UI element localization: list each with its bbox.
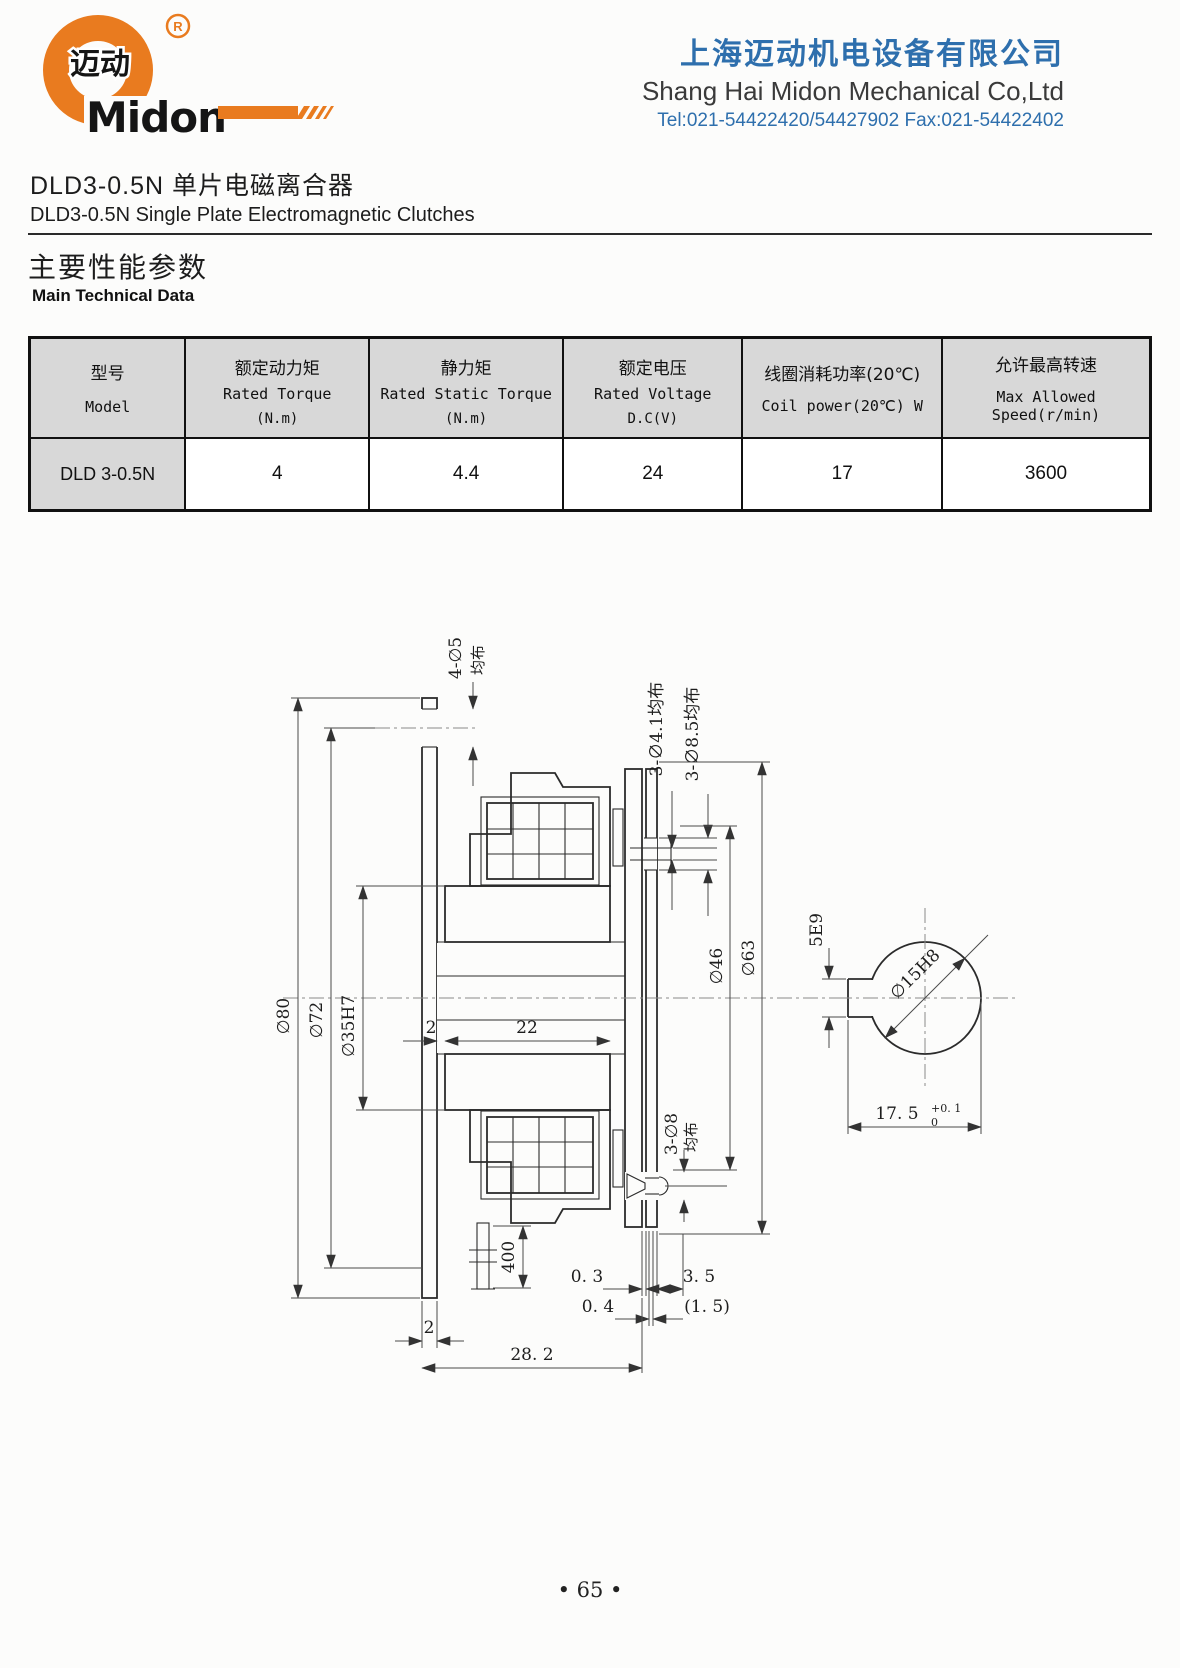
technical-drawing: ∅80 ∅72 ∅35H7 4-∅5 均布 3-∅4.1均布 3-∅8.5均布 [274,637,1017,1373]
dim-hub-gap: 2 [426,1018,437,1038]
dim-hub-len: 22 [516,1018,538,1038]
spec-table-data-row: DLD 3-0.5N 4 4.4 24 17 3600 [28,437,1152,512]
title-divider [28,233,1152,235]
dim-across: 17. 5 [875,1104,918,1124]
registered-mark-icon [165,13,191,39]
cell-rated-torque: 4 [184,437,371,512]
cell-max-speed: 3600 [940,437,1152,512]
col-rated-voltage: 额定电压 Rated Voltage D.C(V) [562,336,744,439]
hub-lower [444,1053,611,1111]
dim-t15: (1. 5) [684,1297,730,1317]
main-section-view [283,697,875,1299]
col-static-torque: 静力矩 Rated Static Torque (N.m) [368,336,565,439]
cell-coil-power: 17 [741,437,943,512]
section-title-en: Main Technical Data [32,286,195,305]
dim-t04: 0. 4 [582,1297,614,1317]
bore-end-view: 5E9 ∅15H8 17. 5 +0. 1 0 [807,908,1017,1134]
lead-wire [469,1222,497,1290]
dim-dia63: ∅63 [739,940,759,976]
logo-brand-text: Midon [86,93,226,142]
dimensions-main: ∅80 ∅72 ∅35H7 4-∅5 均布 3-∅4.1均布 3-∅8.5均布 [274,637,770,1373]
dim-flange-t: 2 [424,1318,435,1338]
coil-upper [486,802,594,880]
midon-logo: 迈动 Midon R [43,13,334,142]
dim-disc-holes-note: 均布 [682,1122,700,1152]
spec-table: 型号 Model 额定动力矩 Rated Torque (N.m) 静力矩 Ra… [28,336,1152,512]
registered-mark-letter: R [173,19,183,34]
dim-bore: ∅15H8 [886,945,944,1003]
company-block: 上海迈动机电设备有限公司 Shang Hai Midon Mechanical … [642,36,1064,134]
section-title-cn: 主要性能参数 [28,252,209,283]
col-coil-power: 线圈消耗功率(20℃) Coil power(20℃) W [741,336,943,439]
col-model: 型号 Model [28,336,187,439]
dim-dia35: ∅35H7 [339,995,359,1057]
cell-static-torque: 4.4 [368,437,565,512]
logo-bar [218,106,298,119]
coil-lower [486,1116,594,1194]
dim-t03: 0. 3 [571,1267,603,1287]
dim-disc-holes: 3-∅8 [662,1113,682,1155]
spec-table-header-row: 型号 Model 额定动力矩 Rated Torque (N.m) 静力矩 Ra… [28,336,1152,439]
dim-across-tol-plus: +0. 1 [931,1102,961,1115]
dim-rivet-small: 3-∅4.1均布 [647,682,667,777]
page-number: • 65 • [557,1578,623,1602]
company-contact: Tel:021-54422420/54427902 Fax:021-544224… [657,110,1064,131]
company-name-cn: 上海迈动机电设备有限公司 [680,38,1064,71]
dim-total-len: 28. 2 [510,1345,553,1365]
dim-dia72: ∅72 [307,1002,327,1038]
rivet-bottom [625,1172,669,1200]
dim-rivet-head: 3-∅8.5均布 [683,687,703,782]
dim-keyway: 5E9 [807,913,827,947]
product-title-cn: DLD3-0.5N 单片电磁离合器 [30,172,354,200]
rivet-top [630,837,672,871]
dim-t35: 3. 5 [683,1267,715,1287]
col-rated-torque: 额定动力矩 Rated Torque (N.m) [184,336,371,439]
seal-lower [612,1129,624,1188]
cell-model: DLD 3-0.5N [28,437,187,512]
company-name-en: Shang Hai Midon Mechanical Co,Ltd [641,76,1064,106]
hub-upper [444,885,611,943]
dim-across-tol-zero: 0 [931,1116,938,1129]
cell-rated-voltage: 24 [562,437,744,512]
dim-top-holes-note: 均布 [469,645,487,675]
dim-dia46: ∅46 [707,948,727,984]
col-max-speed: 允许最高转速 Max Allowed Speed(r/min) [940,336,1152,439]
logo-cn-text: 迈动 [70,48,130,81]
seal-upper [612,808,624,867]
dim-dia80: ∅80 [274,998,294,1034]
dim-top-holes: 4-∅5 [446,637,466,679]
product-title-en: DLD3-0.5N Single Plate Electromagnetic C… [30,204,475,226]
dim-wire-len: 400 [499,1241,519,1273]
